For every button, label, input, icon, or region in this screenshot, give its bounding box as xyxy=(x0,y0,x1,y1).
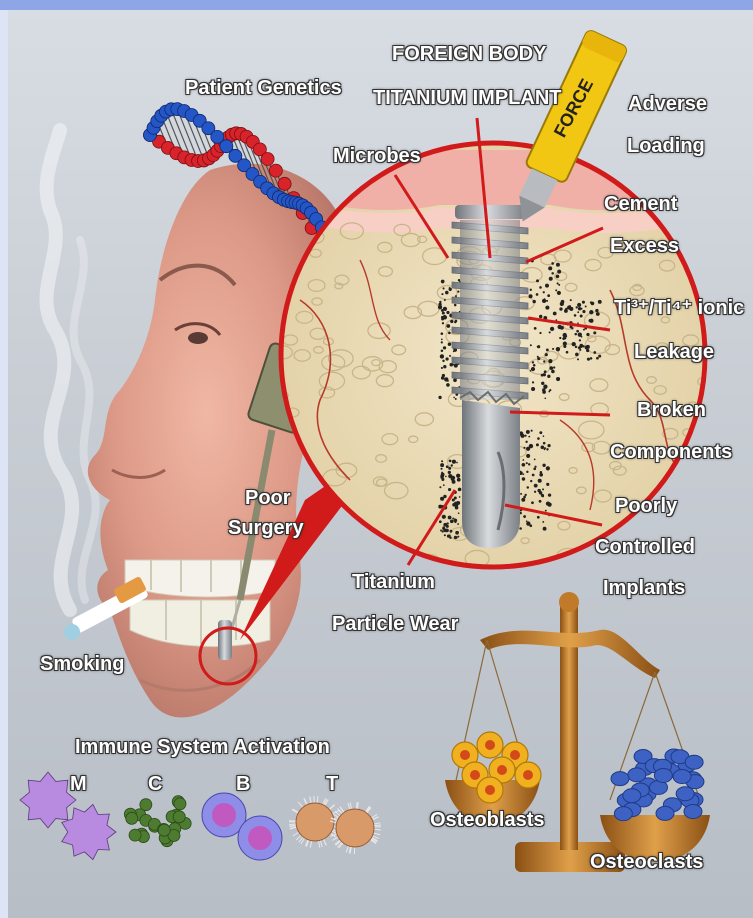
label-leakage: Leakage xyxy=(634,340,714,364)
label-patient-genetics: Patient Genetics xyxy=(185,76,342,100)
label-broken: Broken xyxy=(637,398,706,422)
label-particle-wear: Particle Wear xyxy=(332,612,458,636)
label-cell-c: C xyxy=(148,772,162,796)
label-surgery: Surgery xyxy=(228,516,304,540)
label-osteoblasts: Osteoblasts xyxy=(430,808,544,832)
label-controlled: Controlled xyxy=(595,535,695,559)
teeth-icon xyxy=(125,560,275,647)
label-loading: Loading xyxy=(627,134,705,158)
smoke-icon xyxy=(46,130,95,610)
label-osteoclasts: Osteoclasts xyxy=(590,850,703,874)
label-adverse: Adverse xyxy=(628,92,707,116)
label-cement: Cement xyxy=(604,192,677,216)
label-titanium-implant: TITANIUM IMPLANT xyxy=(373,86,562,110)
label-poorly: Poorly xyxy=(615,494,677,518)
label-cell-b: B xyxy=(236,772,250,796)
label-excess: Excess xyxy=(610,234,679,258)
label-foreign-body: FOREIGN BODY xyxy=(392,42,546,66)
label-ti-ionic: Ti³⁺/Ti⁴⁺ ionic xyxy=(614,296,744,320)
label-poor: Poor xyxy=(245,486,291,510)
label-immune-activation: Immune System Activation xyxy=(75,735,330,759)
label-smoking: Smoking xyxy=(40,652,124,676)
label-cell-t: T xyxy=(326,772,338,796)
label-cell-m: M xyxy=(70,772,87,796)
label-microbes: Microbes xyxy=(333,144,421,168)
label-implants: Implants xyxy=(603,576,685,600)
label-titanium: Titanium xyxy=(352,570,435,594)
label-components: Components xyxy=(610,440,732,464)
